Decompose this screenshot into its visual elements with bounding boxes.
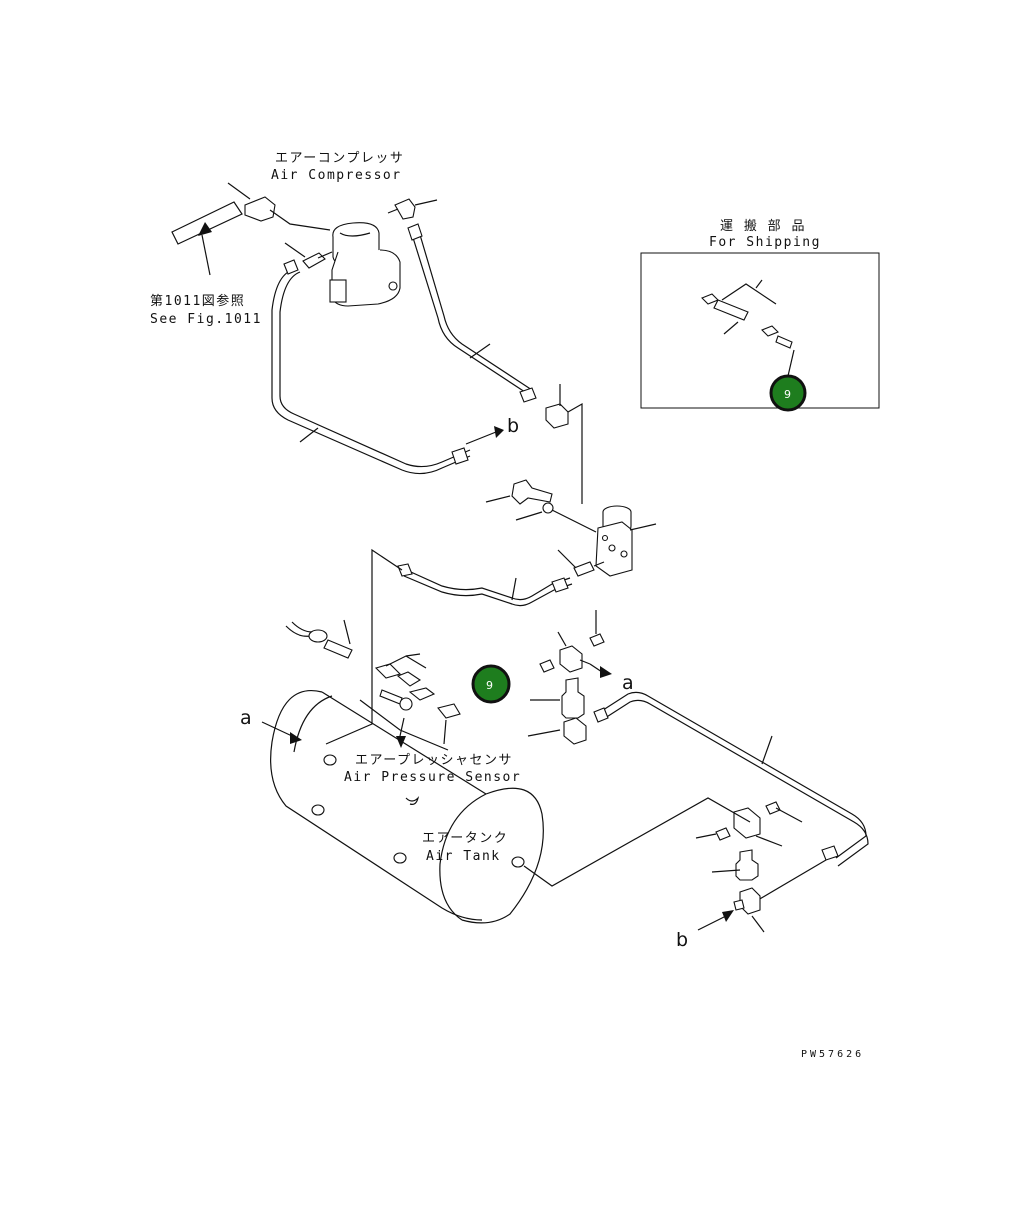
shipping-label-en: For Shipping: [709, 235, 821, 250]
ref-b-upper: b: [507, 415, 519, 437]
sensor-label-en: Air Pressure Sensor: [344, 770, 521, 785]
hose-right: [407, 223, 537, 403]
hose-left: [271, 259, 471, 475]
pipe-right: [593, 691, 869, 901]
compressor-fittings: [227, 182, 438, 269]
shipping-box: [640, 252, 880, 409]
ref-a-left: a: [240, 707, 252, 729]
governor-valve: [485, 479, 657, 577]
air-compressor: [329, 222, 401, 307]
see-fig-label-jp: 第1011図参照: [150, 293, 245, 309]
elbow-fitting: [545, 384, 583, 504]
fittings-right-upper: [527, 610, 612, 745]
pressure-sensor-parts: [359, 653, 461, 751]
hotspot-number[interactable]: 9: [784, 388, 791, 401]
arrow-head-b: [494, 426, 504, 438]
drawing-code: PW57626: [801, 1049, 864, 1060]
pipe-middle: [371, 548, 573, 620]
fig1011-pipe: [171, 201, 243, 276]
compressor-label-en: Air Compressor: [271, 168, 402, 183]
sensor-label-jp: エアープレッシャセンサ: [355, 753, 513, 768]
tank-label-jp: エアータンク: [422, 831, 508, 846]
compressor-label-jp: エアーコンプレッサ: [275, 151, 404, 166]
fittings-right-lower: [695, 801, 803, 933]
arrow-to-b: [465, 431, 497, 445]
see-fig-label-en: See Fig.1011: [150, 312, 262, 327]
hotspot-circle[interactable]: [471, 664, 511, 704]
sensor-harness: [285, 619, 373, 745]
part-hotspot-sensor[interactable]: 9: [471, 664, 511, 704]
ref-a-right: a: [622, 672, 634, 694]
tank-label-en: Air Tank: [426, 849, 501, 864]
part-hotspot-shipping[interactable]: 9: [769, 374, 807, 412]
hotspot-number[interactable]: 9: [486, 679, 493, 692]
ref-b-lower: b: [676, 929, 688, 951]
shipping-label-jp: 運 搬 部 品: [720, 219, 806, 234]
hotspot-circle[interactable]: [769, 374, 807, 412]
air-tank: [261, 690, 751, 924]
